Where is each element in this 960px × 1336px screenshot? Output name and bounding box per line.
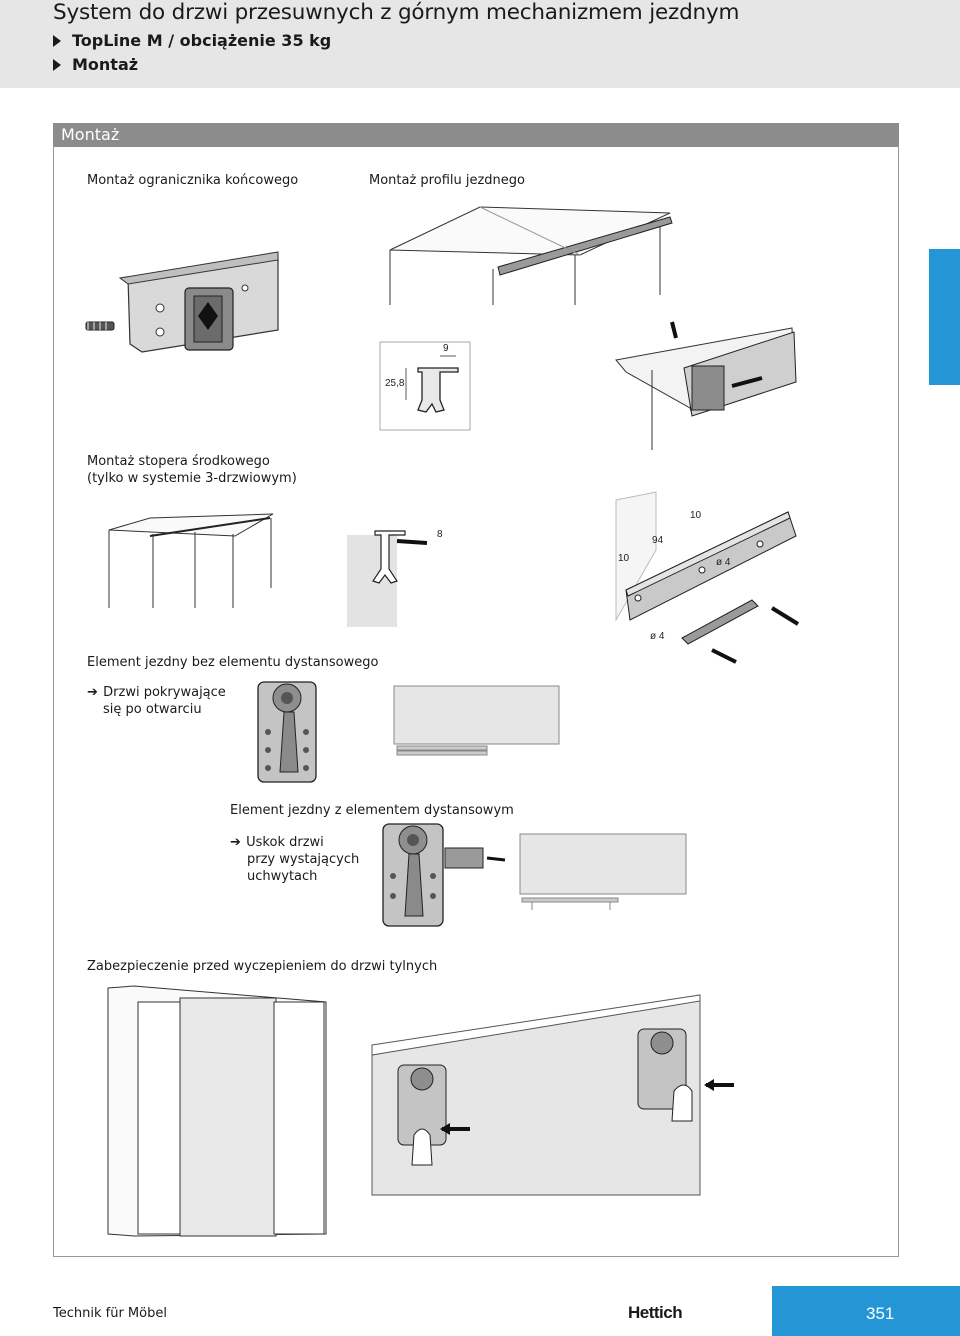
side-tab[interactable] xyxy=(929,249,960,385)
profile-holes-illustration xyxy=(615,491,800,664)
note-overlapping: ➔ Drzwi pokrywające xyxy=(87,684,226,701)
triangle-right-icon xyxy=(53,58,61,71)
breadcrumb-item-2[interactable]: Montaż xyxy=(53,55,138,74)
caption-center-stop-1: Montaż stopera środkowego xyxy=(87,454,270,469)
end-stop-illustration xyxy=(85,251,279,353)
center-stop-section-illustration xyxy=(347,530,428,627)
triangle-right-icon xyxy=(53,34,61,47)
note-offset-3: uchwytach xyxy=(247,869,318,884)
caption-running-profile: Montaż profilu jezdnego xyxy=(369,173,525,188)
page-header xyxy=(0,0,960,88)
three-door-cabinet-illustration xyxy=(108,513,274,608)
caption-anti-derail: Zabezpieczenie przed wyczepieniem do drz… xyxy=(87,959,438,974)
section-title: Montaż xyxy=(53,123,899,147)
dim-8: 8 xyxy=(437,529,443,540)
overlapping-doors-illustration xyxy=(393,685,560,756)
page-number-box xyxy=(772,1286,960,1336)
footer-tagline: Technik für Möbel xyxy=(53,1306,167,1321)
caption-runner-spacer: Element jezdny z elementem dystansowym xyxy=(230,803,514,818)
caption-end-stop: Montaż ogranicznika końcowego xyxy=(87,173,299,188)
note-overlapping-2: się po otwarciu xyxy=(103,702,202,717)
brand-logo: Hettich xyxy=(628,1303,683,1322)
dim-10-left: 10 xyxy=(618,553,630,564)
breadcrumb-label-2: Montaż xyxy=(72,55,139,74)
dim-phi4-a: ø 4 xyxy=(716,557,731,568)
runner-spacer-illustration xyxy=(382,823,506,927)
page-number: 351 xyxy=(866,1304,895,1323)
note-offset-2: przy wystających xyxy=(247,852,360,867)
dim-94: 94 xyxy=(652,535,664,546)
arrow-right-icon: ➔ xyxy=(230,835,241,850)
note-offset: ➔ Uskok drzwi xyxy=(230,834,324,851)
arrow-right-icon: ➔ xyxy=(87,685,98,700)
wardrobe-illustration xyxy=(107,985,327,1237)
dim-25-8: 25,8 xyxy=(385,378,405,389)
profile-fixing-illustration xyxy=(615,321,797,450)
page-title: System do drzwi przesuwnych z górnym mec… xyxy=(53,0,740,25)
note-overlapping-1: Drzwi pokrywające xyxy=(103,685,226,700)
note-offset-1: Uskok drzwi xyxy=(246,835,324,850)
profile-section-illustration xyxy=(379,341,471,431)
running-profile-illustration xyxy=(389,206,673,305)
door-offset-illustration xyxy=(519,833,687,910)
dim-phi4-b: ø 4 xyxy=(650,631,665,642)
dim-9: 9 xyxy=(443,343,449,354)
breadcrumb-label-1: TopLine M / obciążenie 35 kg xyxy=(72,31,332,50)
runner-no-spacer-illustration xyxy=(257,681,317,783)
caption-center-stop-2: (tylko w systemie 3-drzwiowym) xyxy=(87,471,297,486)
dim-10-top: 10 xyxy=(690,510,702,521)
breadcrumb-item-1[interactable]: TopLine M / obciążenie 35 kg xyxy=(53,31,331,50)
caption-runner-no-spacer: Element jezdny bez elementu dystansowego xyxy=(87,655,379,670)
anti-derail-illustration xyxy=(371,994,734,1196)
